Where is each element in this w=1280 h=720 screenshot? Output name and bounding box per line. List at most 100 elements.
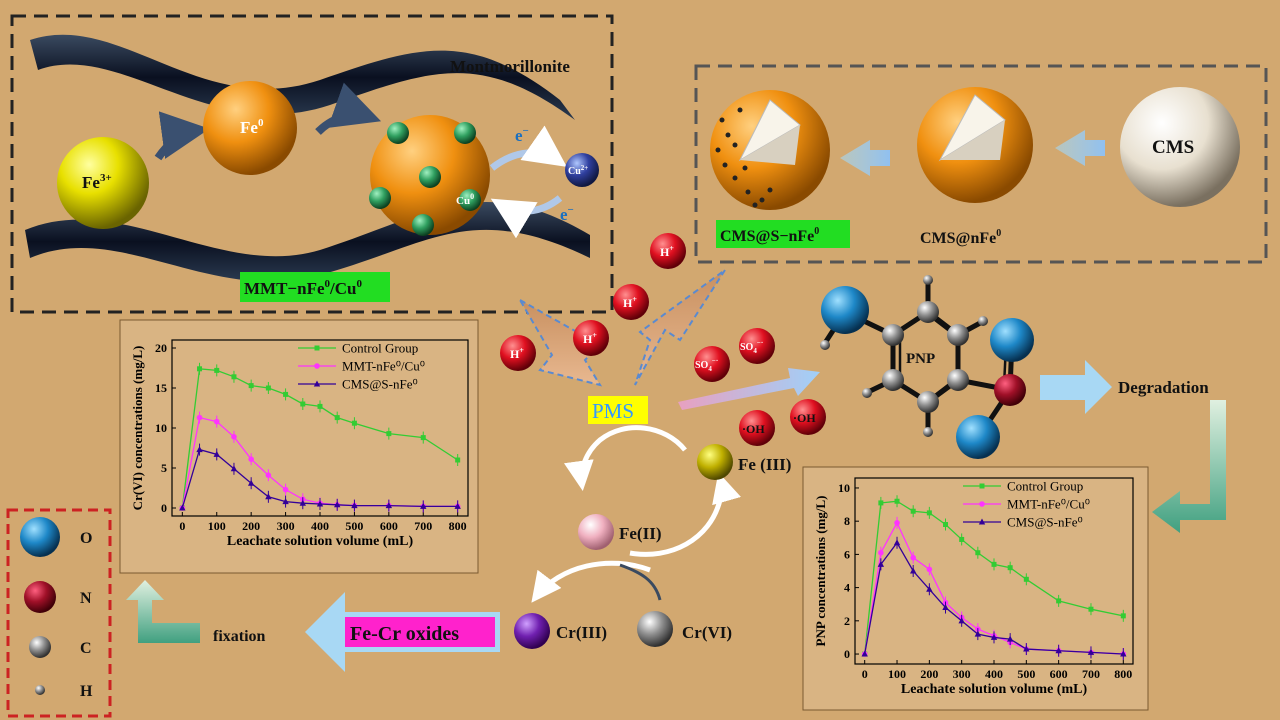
carbon-atom [882,324,904,346]
x-tick-label: 0 [179,519,185,533]
x-tick-label: 700 [414,519,432,533]
cr6-label: Cr(VI) [682,623,732,642]
cms-s-nfe0-label: CMS@S−nFe0 [720,226,819,245]
carbon-atom [882,369,904,391]
fe3-label: Fe3+ [82,172,112,192]
x-axis-label: Leachate solution volume (mL) [901,682,1088,697]
y-tick-label: 20 [155,341,167,355]
svg-text:H+: H+ [660,244,674,259]
return-arrow-icon [1152,400,1226,533]
legend-marker [313,380,321,387]
data-point [910,508,916,514]
y-tick-label: 5 [161,461,167,475]
legend-marker [979,501,985,507]
data-point [316,500,324,507]
data-point [1120,650,1127,657]
legend-label: CMS@S-nFe⁰ [1007,515,1083,530]
legend-label: CMS@S-nFe⁰ [342,377,418,392]
data-point [231,374,237,380]
data-point [1056,598,1062,604]
electron-transfer-arrow-icon [489,125,567,171]
svg-text:·OH: ·OH [793,411,816,425]
cu2-sphere [565,153,599,187]
fe3-sphere [57,137,149,229]
y-axis-label: PNP concentrations (mg/L) [813,496,828,647]
x-tick-label: 100 [888,667,906,681]
data-point [975,550,981,556]
degradation-label: Degradation [1118,378,1209,397]
data-point [1055,647,1062,654]
data-point [351,420,357,426]
cu0-particle [459,189,481,211]
atom-legend-label: O [80,530,92,547]
data-point [991,561,997,567]
data-point [974,630,982,637]
y-tick-label: 15 [155,381,167,395]
hydrogen-atom [820,340,830,350]
data-point [894,520,900,526]
h-plus-ion: H+ [500,335,536,371]
cu0-particle [419,166,441,188]
x-tick-label: 0 [862,667,868,681]
cms-sphere [1120,87,1240,207]
data-point [385,502,393,509]
carbon-atom [947,324,969,346]
fe3-ion-sphere [697,444,733,480]
cu0-particle [412,214,434,236]
hydroxyl-radical: ·OH [790,399,826,435]
data-point [196,446,203,453]
atom-legend-label: C [80,640,92,657]
svg-text:SO4−·: SO4−· [740,339,763,355]
atom-legend-o-icon [20,517,60,557]
cms-label: CMS [1152,137,1194,158]
h-plus-ion: H+ [650,233,686,269]
cu0-particle [387,122,409,144]
atom-legend-label: H [80,683,93,700]
cutaway-core-side [740,125,800,165]
data-point [942,604,949,611]
x-tick-label: 600 [380,519,398,533]
data-point [247,479,255,486]
data-point [909,567,917,574]
sulfur-dots [715,107,773,208]
data-point [282,498,289,505]
pnp-label: PNP [906,351,935,367]
data-point [334,415,340,421]
legend-label: Control Group [342,341,418,356]
x-tick-label: 500 [1017,667,1035,681]
x-tick-label: 800 [449,519,467,533]
data-point [300,401,306,407]
y-tick-label: 6 [844,547,850,561]
data-point [926,585,933,592]
data-point [213,418,220,425]
svg-text:H+: H+ [623,295,637,310]
legend-label: MMT-nFe⁰/Cu⁰ [342,359,425,374]
arrow-left-icon [840,140,890,176]
fe0-label: Fe0 [240,117,264,137]
data-point [265,385,271,391]
cr3-sphere [514,613,550,649]
montmorillonite-label: Montmorillonite [450,57,570,76]
data-point [943,522,949,527]
cycle-arrow-icon [629,472,742,557]
data-point [877,560,885,567]
fe2-ion-sphere [578,514,614,550]
atom-legend: O N C H [6,508,112,718]
data-point [455,457,461,463]
arrow-left-icon [1055,130,1105,166]
x-tick-label: 300 [277,519,295,533]
hydroxyl-radical: ·OH [739,410,775,446]
x-tick-label: 400 [311,519,329,533]
data-point [386,431,392,437]
fe3-ion-label: Fe (III) [738,455,791,474]
fe-cr-oxides-label: Fe-Cr oxides [350,623,459,645]
cms-s-nfe0-label-box [716,220,850,248]
atom-legend-label: N [80,590,92,607]
data-point [420,502,427,509]
cu2-label: Cu2+ [568,164,588,177]
fe-cr-oxides-label-box [345,617,495,647]
hydrogen-atom [923,427,933,437]
h-plus-ion: H+ [613,284,649,320]
